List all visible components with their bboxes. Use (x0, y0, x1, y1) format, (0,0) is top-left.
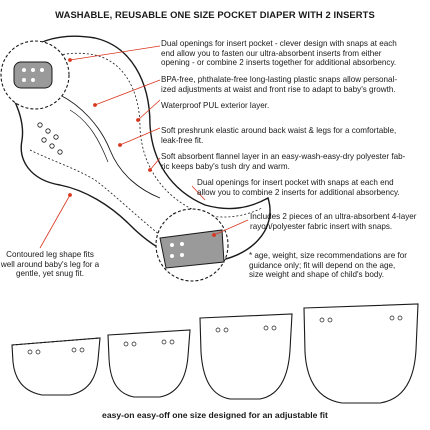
open-diaper-drawing (5, 35, 271, 263)
callout-pul-layer: Waterproof PUL exterior layer. (161, 101, 270, 110)
size-row-snaps (27, 315, 403, 355)
diaper-size-4 (303, 303, 419, 404)
size-disclaimer: * age, weight, size recommendations are … (249, 251, 407, 280)
diaper-size-3 (199, 313, 293, 400)
detail-circle-bottom (155, 208, 229, 282)
callout-elastic: Soft preshrunk elastic around back waist… (161, 126, 397, 145)
callout-leg-shape: Contoured leg shape fits well around bab… (0, 250, 100, 279)
diaper-size-1 (11, 337, 101, 396)
callout-lines (39, 45, 249, 249)
callout-dual-openings-top: Dual openings for insert pocket - clever… (161, 39, 397, 68)
size-row (11, 303, 419, 404)
callout-dual-openings-bottom: Dual openings for insert pocket with sna… (197, 178, 400, 197)
callout-flannel-layer: Soft absorbent flannel layer in an easy-… (161, 152, 406, 171)
footer-caption: easy-on easy-off one size designed for a… (102, 410, 328, 420)
callout-snaps: BPA-free, phthalate-free long-lasting pl… (161, 75, 398, 94)
page-title: WASHABLE, REUSABLE ONE SIZE POCKET DIAPE… (55, 9, 375, 20)
diaper-size-2 (107, 329, 191, 398)
callout-inserts: Includes 2 pieces of an ultra-absorbent … (250, 212, 417, 231)
detail-circle-top (0, 40, 70, 110)
